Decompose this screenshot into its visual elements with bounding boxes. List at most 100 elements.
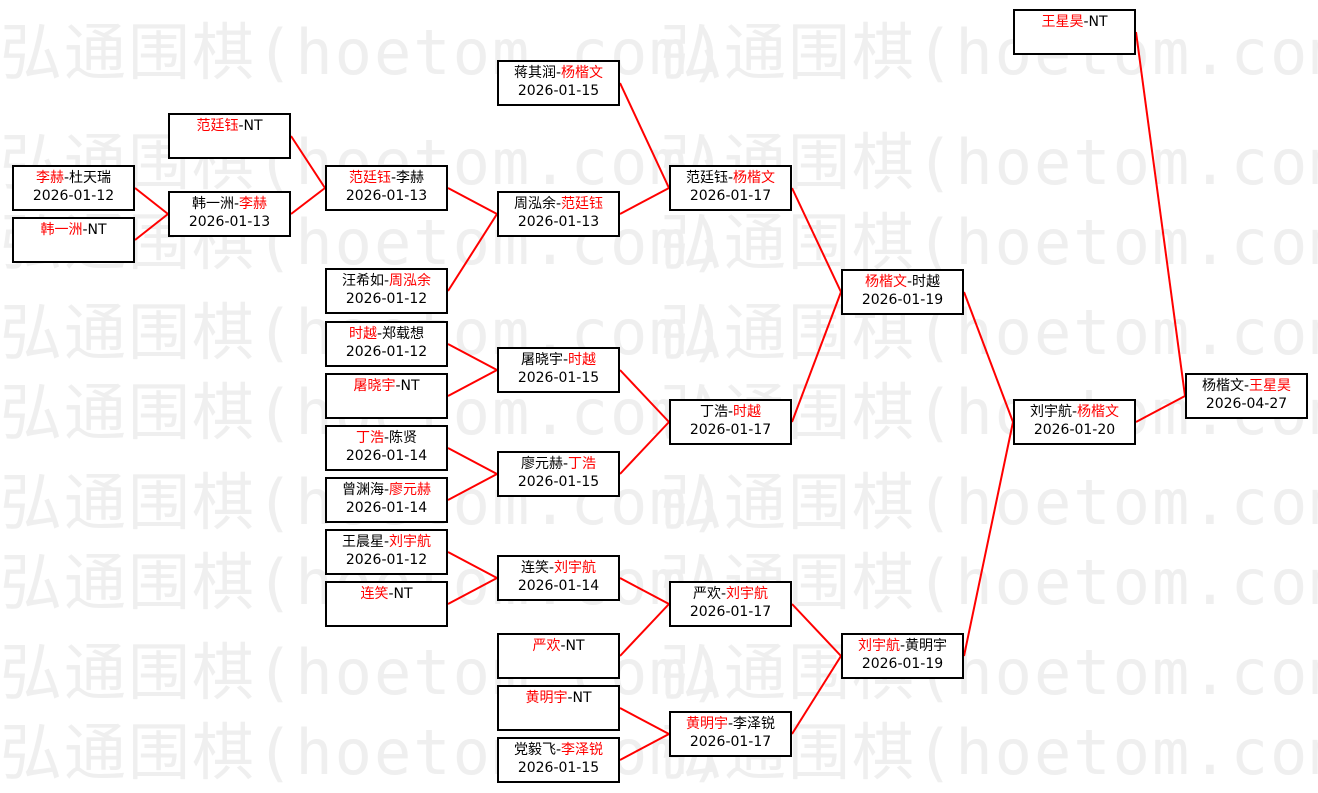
player-separator: - [906,274,913,290]
match-players: 屠晓宇-NT [327,377,446,395]
match-box: 屠晓宇-NT [325,373,448,419]
match-date: 2026-01-13 [517,214,600,230]
player-two: 李泽锐 [561,742,604,758]
match-players: 曾渊海-廖元赫 [327,481,446,499]
player-separator: - [383,482,390,498]
player-one: 曾渊海 [341,482,384,498]
match-date: 2026-01-12 [345,552,428,568]
player-two: NT [243,118,263,134]
player-two: 杜天瑞 [69,170,112,186]
bracket-connector [447,213,498,292]
match-players: 刘宇航-黄明宇 [843,637,962,655]
match-box: 连笑-NT [325,581,448,627]
bracket-connector [447,577,498,605]
player-one: 黄明宇 [525,690,568,706]
player-separator: - [562,352,569,368]
player-two: 时越 [912,274,941,290]
match-date: 2026-01-15 [517,474,600,490]
player-one: 屠晓宇 [353,378,396,394]
player-separator: - [1243,378,1250,394]
match-date: 2026-01-19 [861,292,944,308]
player-one: 李赫 [35,170,64,186]
player-separator: - [560,638,566,654]
player-separator: - [63,170,70,186]
match-players: 周泓余-范廷钰 [499,195,618,213]
player-two: 王星昊 [1249,378,1292,394]
player-two: 刘宇航 [554,560,597,576]
bracket-connector [447,369,498,397]
match-players: 范廷钰-杨楷文 [671,169,790,187]
player-separator: - [727,170,734,186]
player-one: 黄明宇 [685,716,728,732]
bracket-connector [447,447,498,475]
match-date: 2026-01-17 [689,734,772,750]
match-players: 王星昊-NT [1015,13,1134,31]
bracket-connector [447,187,498,215]
player-separator: - [376,326,383,342]
match-box: 韩一洲-NT [12,217,135,263]
player-two: NT [87,222,107,238]
bracket-connector [619,421,670,475]
bracket-connector [619,82,670,189]
player-separator: - [395,378,401,394]
match-players: 黄明宇-李泽锐 [671,715,790,733]
player-two: 陈贤 [389,430,418,446]
match-box: 黄明宇-NT [497,685,620,731]
match-players: 黄明宇-NT [499,689,618,707]
player-two: 范廷钰 [561,196,604,212]
player-two: 时越 [568,352,597,368]
player-two: 杨楷文 [561,65,604,81]
bracket-connector [619,707,670,735]
bracket-connector [1135,395,1186,423]
match-date: 2026-01-17 [689,188,772,204]
player-two: NT [393,586,413,602]
bracket-connector [447,473,498,501]
bracket-connector [791,291,842,423]
match-date: 2026-01-13 [188,214,271,230]
bracket-connector [447,343,498,371]
player-separator: - [82,222,88,238]
match-players: 韩一洲-NT [14,221,133,239]
match-date: 2026-04-27 [1205,396,1288,412]
player-one: 时越 [348,326,377,342]
bracket-connector [134,187,169,215]
player-separator: - [388,586,394,602]
player-separator: - [899,638,906,654]
match-date: 2026-01-12 [345,291,428,307]
player-one: 韩一洲 [40,222,83,238]
player-two: 李赫 [239,196,268,212]
match-players: 王晨星-刘宇航 [327,533,446,551]
match-box: 范廷钰-NT [168,113,291,159]
match-date: 2026-01-14 [345,500,428,516]
player-separator: - [555,196,562,212]
player-two: 周泓余 [389,273,432,289]
match-players: 丁浩-时越 [671,403,790,421]
player-separator: - [548,560,555,576]
player-two: 刘宇航 [389,534,432,550]
player-one: 严欢 [692,586,721,602]
match-date: 2026-01-12 [345,344,428,360]
player-one: 刘宇航 [857,638,900,654]
bracket-connector [791,187,842,293]
player-one: 廖元赫 [520,456,563,472]
player-two: 杨楷文 [733,170,776,186]
bracket-connector [963,291,1014,423]
player-separator: - [1071,404,1078,420]
match-players: 韩一洲-李赫 [170,195,289,213]
player-two: NT [572,690,592,706]
match-players: 严欢-刘宇航 [671,585,790,603]
match-date: 2026-01-17 [689,422,772,438]
player-separator: - [562,456,569,472]
player-one: 严欢 [532,638,561,654]
match-date: 2026-01-15 [517,83,600,99]
